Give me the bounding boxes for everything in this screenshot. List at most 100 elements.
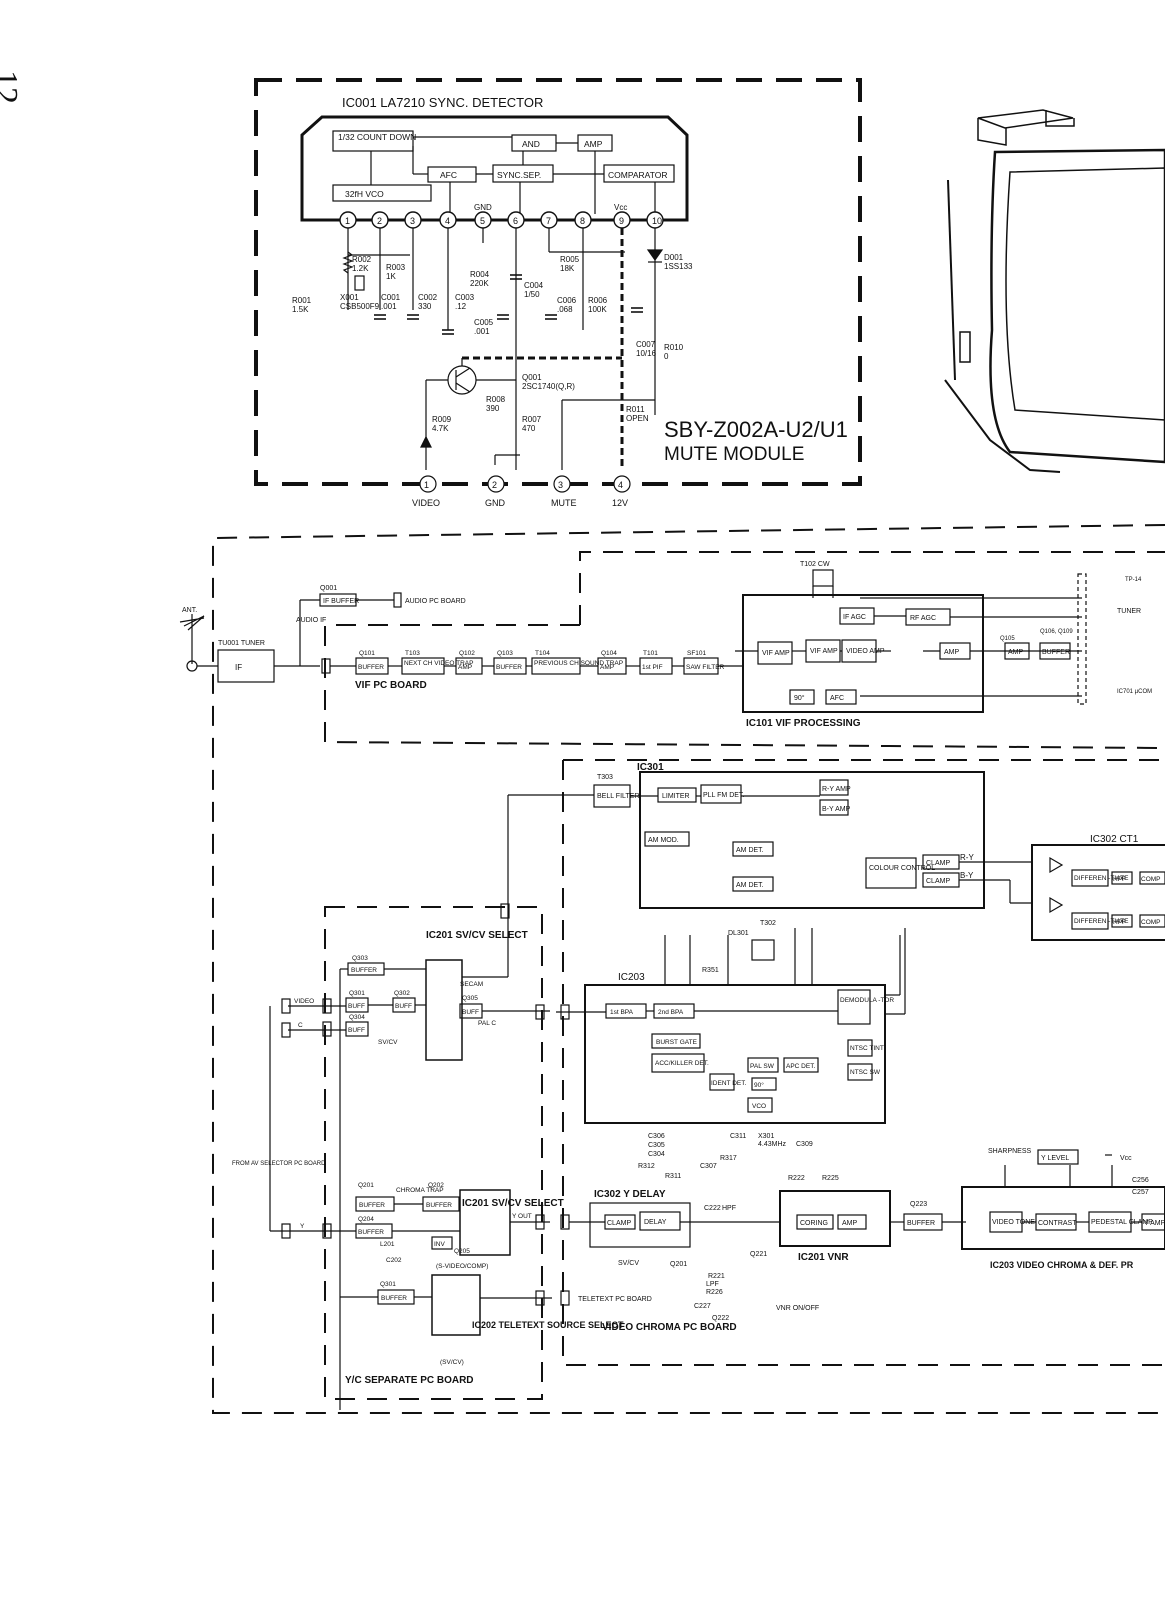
video-chroma-board-label: VIDEO CHROMA PC BOARD	[602, 1322, 737, 1333]
ic201-top-title: IC201 SV/CV SELECT	[426, 930, 528, 941]
t303-label: T303	[597, 774, 613, 781]
chroma-part-label: C305	[648, 1142, 665, 1149]
part-value: 1SS133	[664, 262, 693, 271]
part-value: 0	[664, 352, 669, 361]
ic202-title: IC202 TELETEXT SOURCE SELECT	[472, 1320, 624, 1330]
afc-block: AFC	[440, 170, 457, 180]
part-value: 100K	[588, 305, 607, 314]
part-value: .001	[381, 302, 397, 311]
yc-label: C	[298, 1022, 303, 1029]
part-label: C007	[636, 340, 656, 349]
vif-stage-label: PREVIOUS CH SOUND TRAP	[534, 660, 623, 667]
countdown-block: 1/32 COUNT DOWN	[338, 132, 416, 142]
comparator-block: COMPARATOR	[608, 170, 668, 180]
tp14-label: TP-14	[1125, 577, 1142, 583]
part-label: C006	[557, 296, 577, 305]
part-label: R005	[560, 255, 580, 264]
amp-block: AMP	[584, 139, 603, 149]
video-chroma-label: R222	[788, 1175, 805, 1182]
module-name: SBY-Z002A-U2/U1	[664, 417, 848, 442]
yc-label: C202	[386, 1257, 402, 1264]
ic203-block-label: VCO	[752, 1103, 766, 1110]
vif-stage-label: BUFFER	[496, 664, 522, 671]
part-label: C001	[381, 293, 401, 302]
audio-if-label: AUDIO IF	[296, 617, 326, 624]
yc-label: Q305	[462, 995, 478, 1002]
chroma-part-label: C307	[700, 1163, 717, 1170]
video-chroma-label: DELAY	[644, 1219, 667, 1226]
tuner-if-label: IF	[235, 663, 242, 672]
part-label: R001	[292, 296, 312, 305]
ic301-block-label: COLOUR CONTROL	[869, 865, 935, 872]
module-subtitle: MUTE MODULE	[664, 444, 804, 465]
conn-label-12v: 12V	[612, 498, 628, 508]
ic203-block-label: ACC/KILLER DET.	[655, 1060, 709, 1067]
video-chroma-label: BUFFER	[907, 1220, 935, 1227]
ic301-block-label: PLL FM DET.	[703, 792, 744, 799]
yc-label: BUFFER	[359, 1202, 385, 1209]
part-label: R002	[352, 255, 372, 264]
dl301-label: DL301	[728, 930, 749, 937]
yc-board-label: Y/C SEPARATE PC BOARD	[345, 1375, 474, 1386]
vif-ic-block-label: AFC	[830, 695, 844, 702]
video-chroma-label: Q221	[750, 1251, 767, 1258]
conn-label-gnd: GND	[485, 498, 506, 508]
yc-label: (S-VIDEO/COMP)	[436, 1263, 488, 1270]
ic203-video-title: IC203 VIDEO CHROMA & DEF. PR	[990, 1260, 1134, 1270]
vif-stage-label: SAW FILTER	[686, 664, 725, 671]
vif-stage-ref: Q102	[459, 650, 475, 657]
part-label: C002	[418, 293, 438, 302]
bell-filter-label: BELL FILTER	[597, 793, 639, 800]
ct1-block-label: DIFFEREN -TIATE	[1074, 918, 1129, 925]
ic001-pin-number: 10	[652, 216, 662, 226]
yc-label: BUFFER	[358, 1229, 384, 1236]
part-value: 470	[522, 424, 536, 433]
part-value: 330	[418, 302, 432, 311]
tuner-label: TU001 TUNER	[218, 640, 265, 647]
ic301-block-label: AM DET.	[736, 882, 764, 889]
ic203-block-label: 90°	[754, 1081, 764, 1089]
syncsep-block: SYNC.SEP.	[497, 170, 541, 180]
vif-ic-block-label: RF AGC	[910, 615, 936, 622]
yc-label: (SV/CV)	[440, 1359, 464, 1366]
vco-block: 32fH VCO	[345, 189, 384, 199]
part-value: .12	[455, 302, 467, 311]
yc-label: SV/CV	[378, 1039, 398, 1046]
video-chroma-label: Q223	[910, 1201, 927, 1208]
ic301-block-label: LIMITER	[662, 793, 690, 800]
q001-label: Q001	[320, 585, 337, 592]
yc-label: Q304	[349, 1014, 365, 1021]
audio-pc-label: AUDIO PC BOARD	[405, 598, 466, 605]
part-label: R004	[470, 270, 490, 279]
main-board-outline	[212, 524, 1165, 1414]
chroma-part-label: X301	[758, 1133, 774, 1140]
vif-ic-block-label: VIF AMP	[810, 648, 838, 655]
ic203-block-label: PAL SW	[750, 1063, 775, 1070]
part-value: 2SC1740(Q,R)	[522, 382, 575, 391]
vif-stage-label: NEXT CH VIDEO TRAP	[404, 660, 473, 667]
vif-stage-label: AMP	[458, 664, 472, 671]
chroma-part-label: R317	[720, 1155, 737, 1162]
video-chroma-label: R226	[706, 1289, 723, 1296]
part-label: R007	[522, 415, 542, 424]
video-chroma-label: SHARPNESS	[988, 1148, 1032, 1155]
vif-section	[186, 569, 1087, 713]
yc-label: BUFF	[395, 1003, 412, 1010]
part-value: 1.5K	[292, 305, 309, 314]
vif-stage-ref: T101	[643, 650, 658, 657]
tuner-out-label: TUNER	[1117, 608, 1141, 615]
ic203-block-label: 2nd BPA	[658, 1009, 684, 1016]
yc-label: Q202	[428, 1182, 444, 1189]
chroma-part-label: R311	[665, 1173, 681, 1180]
video-chroma-label: C227	[694, 1303, 711, 1310]
yc-label: SECAM	[460, 981, 483, 988]
part-value: 220K	[470, 279, 489, 288]
ucom-label: IC701 µCOM	[1117, 689, 1152, 695]
part-value: 1/50	[524, 290, 540, 299]
vif-ic-block-label: VIF AMP	[762, 650, 790, 657]
yc-label: Q204	[358, 1216, 374, 1223]
tone-block-label: VIDEO TONE	[992, 1219, 1035, 1226]
vif-stage-ref: T103	[405, 650, 420, 657]
